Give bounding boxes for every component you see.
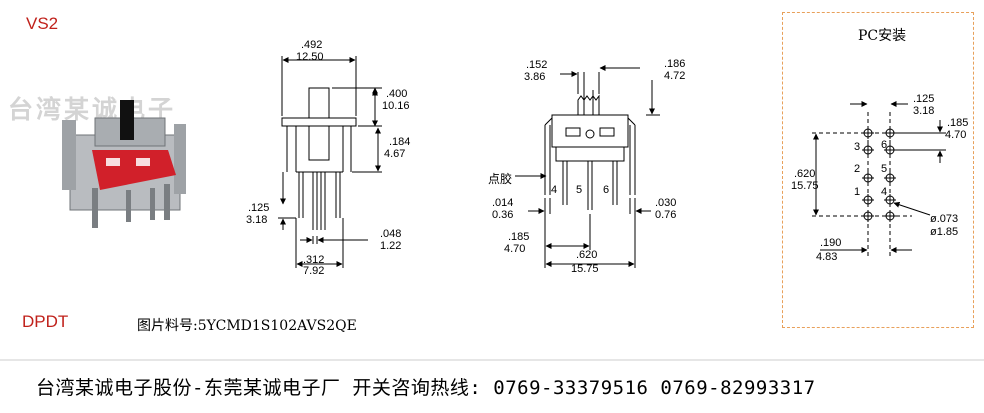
svg-text:.185: .185 [947, 117, 968, 129]
hotline-footer: 台湾某诚电子股份-东莞某诚电子厂 开关咨询热线: 0769-33379516 0… [36, 377, 816, 399]
pc-mount-labels: .125 3.18 .185 4.70 .620 15.75 ø.073 ø1.… [791, 93, 968, 263]
svg-text:.620: .620 [794, 168, 815, 180]
glue-label: 点胶 [488, 171, 512, 186]
side-view [278, 56, 382, 268]
pc-mount-frame [782, 12, 974, 328]
svg-text:3: 3 [854, 141, 860, 153]
svg-text:.048: .048 [380, 228, 401, 240]
svg-text:10.16: 10.16 [382, 100, 410, 112]
front-view-labels: .152 3.86 .186 4.72 点胶 4 5 6 .014 0.36 .… [488, 58, 685, 275]
svg-text:5: 5 [881, 163, 887, 175]
svg-text:7.92: 7.92 [303, 265, 324, 277]
svg-text:ø1.85: ø1.85 [930, 226, 958, 238]
front-view [515, 65, 660, 268]
svg-text:3.18: 3.18 [913, 105, 934, 117]
svg-text:.125: .125 [913, 93, 934, 105]
side-view-labels: .492 12.50 .400 10.16 .184 4.67 .125 3.1… [246, 39, 410, 277]
svg-text:15.75: 15.75 [791, 180, 819, 192]
svg-text:15.75: 15.75 [571, 263, 599, 275]
svg-text:0.76: 0.76 [655, 209, 676, 221]
svg-text:.185: .185 [508, 231, 529, 243]
part-number: 图片料号:5YCMD1S102AVS2QE [137, 318, 357, 334]
pc-mount-title: PC安装 [858, 28, 907, 44]
svg-text:ø.073: ø.073 [930, 213, 958, 225]
model-label: VS2 [26, 14, 59, 33]
svg-text:4.70: 4.70 [504, 243, 525, 255]
svg-text:4.83: 4.83 [816, 251, 837, 263]
svg-text:0.36: 0.36 [492, 209, 513, 221]
svg-text:4.72: 4.72 [664, 70, 685, 82]
svg-text:2: 2 [854, 163, 860, 175]
svg-text:3.86: 3.86 [524, 71, 545, 83]
svg-text:.014: .014 [492, 197, 513, 209]
svg-text:4.67: 4.67 [384, 148, 405, 160]
pole-type-label: DPDT [22, 312, 69, 331]
svg-text:.152: .152 [526, 59, 547, 71]
switch-photo [62, 100, 186, 228]
svg-text:.184: .184 [389, 136, 410, 148]
svg-text:.620: .620 [576, 249, 597, 261]
pc-mount-pattern [812, 101, 946, 256]
svg-text:.030: .030 [655, 197, 676, 209]
svg-text:6: 6 [603, 184, 609, 196]
svg-text:.125: .125 [248, 202, 269, 214]
svg-text:.400: .400 [386, 88, 407, 100]
svg-text:1: 1 [854, 186, 860, 198]
svg-text:4.70: 4.70 [945, 129, 966, 141]
svg-text:3.18: 3.18 [246, 214, 267, 226]
svg-text:4: 4 [551, 184, 557, 196]
svg-text:12.50: 12.50 [296, 51, 324, 63]
svg-text:5: 5 [576, 184, 582, 196]
svg-text:.492: .492 [301, 39, 322, 51]
svg-text:.312: .312 [303, 254, 324, 266]
svg-text:.190: .190 [820, 237, 841, 249]
svg-text:4: 4 [881, 186, 887, 198]
svg-text:.186: .186 [664, 58, 685, 70]
svg-text:6: 6 [881, 139, 887, 151]
svg-text:1.22: 1.22 [380, 240, 401, 252]
